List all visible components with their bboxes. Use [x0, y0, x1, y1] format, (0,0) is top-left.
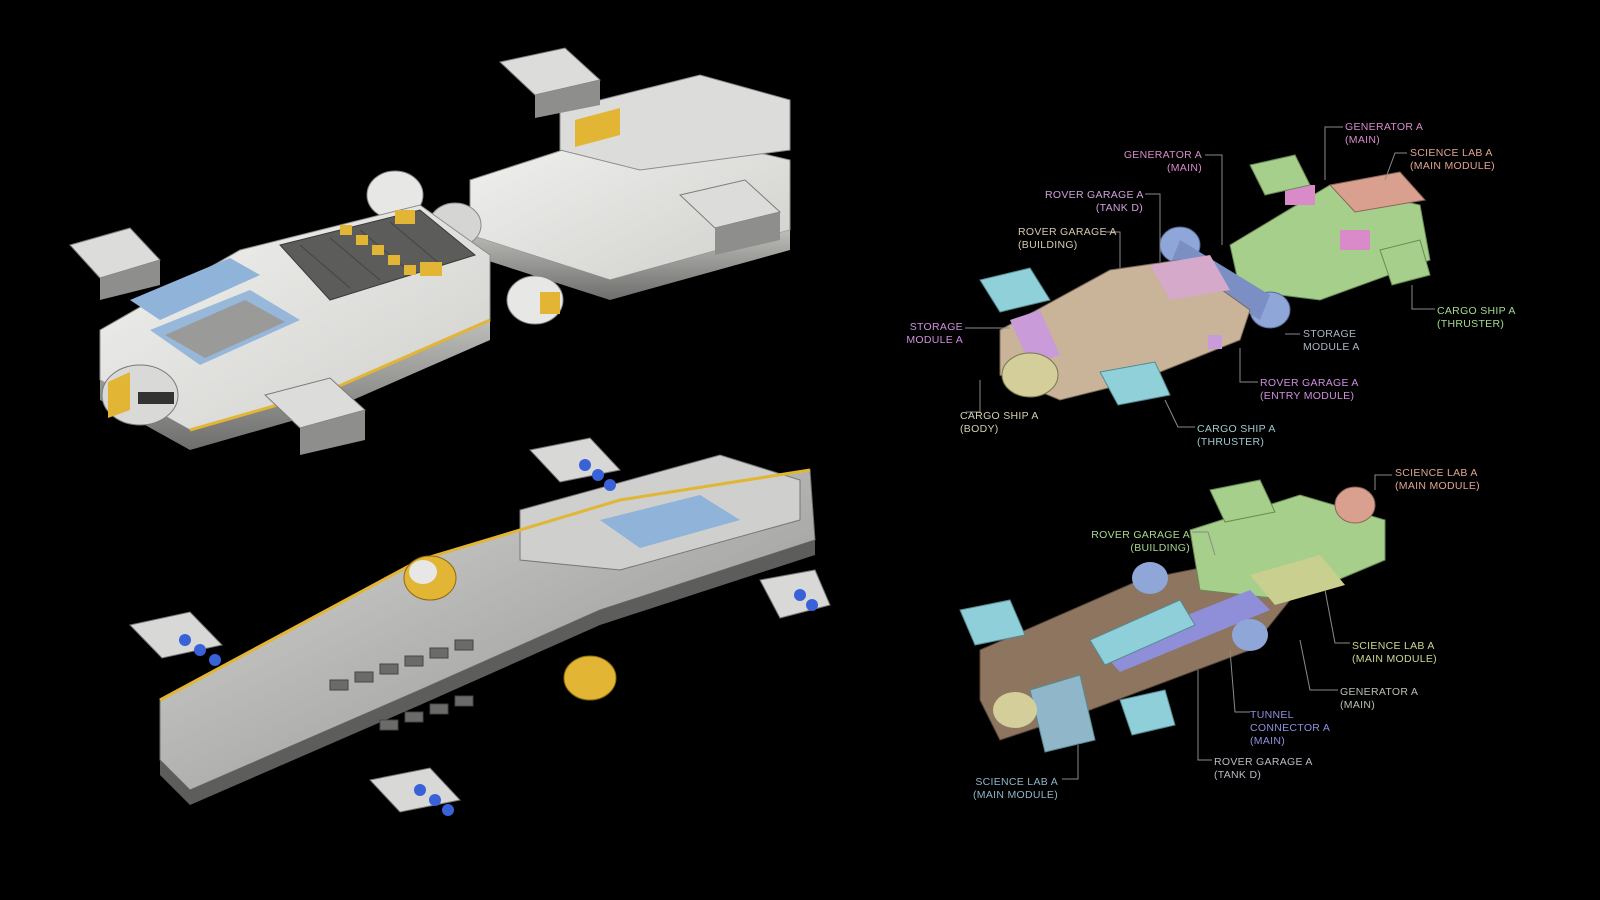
- label-line: MODULE A: [1303, 341, 1360, 353]
- label-line: (BUILDING): [1018, 239, 1078, 251]
- label-rover-garage-building-b: ROVER GARAGE A (BUILDING): [1090, 529, 1190, 555]
- label-line: (MAIN): [1166, 162, 1202, 174]
- label-line: ROVER GARAGE A: [1018, 226, 1117, 238]
- label-cargo-ship-thruster-right: CARGO SHIP A (THRUSTER): [1437, 305, 1516, 331]
- label-science-lab-main-module: SCIENCE LAB A (MAIN MODULE): [1410, 147, 1495, 173]
- label-line: (MAIN MODULE): [973, 789, 1058, 801]
- label-line: (TANK D): [1214, 769, 1262, 781]
- label-line: (MAIN): [1340, 699, 1376, 711]
- label-science-lab-top: SCIENCE LAB A (MAIN MODULE): [1395, 467, 1480, 493]
- label-line: SCIENCE LAB A: [1352, 640, 1435, 652]
- label-line: (THRUSTER): [1437, 318, 1505, 330]
- label-generator-main-b: GENERATOR A (MAIN): [1340, 686, 1418, 712]
- label-generator-main-2: GENERATOR A (MAIN): [1120, 149, 1202, 175]
- label-rover-garage-tank-d: ROVER GARAGE A (TANK D): [1045, 189, 1143, 215]
- leader-lines-bottom: [1062, 474, 1392, 780]
- label-line: STORAGE: [1303, 328, 1357, 340]
- label-rover-garage-entry-module: ROVER GARAGE A (ENTRY MODULE): [1260, 377, 1359, 403]
- label-line: (THRUSTER): [1197, 436, 1265, 448]
- label-line: MODULE A: [906, 334, 963, 346]
- label-science-lab-bottom-left: SCIENCE LAB A (MAIN MODULE): [960, 776, 1058, 802]
- label-line: (MAIN): [1345, 134, 1381, 146]
- label-line: TUNNEL: [1250, 709, 1294, 721]
- label-rover-garage-building: ROVER GARAGE A (BUILDING): [1018, 226, 1117, 252]
- label-line: (MAIN MODULE): [1410, 160, 1495, 172]
- module-diagram-bottom: [959, 479, 1386, 753]
- label-line: CARGO SHIP A: [960, 410, 1039, 422]
- label-line: (TANK D): [1095, 202, 1143, 214]
- label-line: CARGO SHIP A: [1197, 423, 1276, 435]
- label-line: ROVER GARAGE A: [1260, 377, 1359, 389]
- label-line: (BUILDING): [1130, 542, 1190, 554]
- label-science-lab-right: SCIENCE LAB A (MAIN MODULE): [1352, 640, 1437, 666]
- label-line: SCIENCE LAB A: [975, 776, 1058, 788]
- label-line: ROVER GARAGE A: [1045, 189, 1144, 201]
- label-line: GENERATOR A: [1340, 686, 1419, 698]
- label-line: ROVER GARAGE A: [1214, 756, 1313, 768]
- label-cargo-ship-thruster-bottom: CARGO SHIP A (THRUSTER): [1197, 423, 1276, 449]
- label-line: GENERATOR A: [1123, 149, 1202, 161]
- label-line: SCIENCE LAB A: [1395, 467, 1478, 479]
- label-line: (MAIN): [1250, 735, 1286, 747]
- label-rover-garage-tank-d-b: ROVER GARAGE A (TANK D): [1214, 756, 1313, 782]
- label-generator-main-1: GENERATOR A (MAIN): [1345, 121, 1423, 147]
- label-line: GENERATOR A: [1345, 121, 1424, 133]
- top-view-ship: [69, 47, 791, 455]
- bottom-view-ship: [129, 437, 831, 816]
- label-storage-module-right: STORAGE MODULE A: [1303, 328, 1360, 354]
- label-line: (ENTRY MODULE): [1260, 390, 1355, 402]
- label-line: (MAIN MODULE): [1352, 653, 1437, 665]
- label-line: CARGO SHIP A: [1437, 305, 1516, 317]
- label-line: SCIENCE LAB A: [1410, 147, 1493, 159]
- label-cargo-ship-body: CARGO SHIP A (BODY): [960, 410, 1039, 436]
- label-line: ROVER GARAGE A: [1091, 529, 1190, 541]
- label-line: (MAIN MODULE): [1395, 480, 1480, 492]
- label-storage-module-left: STORAGE MODULE A: [895, 321, 963, 347]
- label-line: (BODY): [960, 423, 999, 435]
- leader-lines-top: [965, 126, 1435, 428]
- label-tunnel-connector: TUNNEL CONNECTOR A (MAIN): [1250, 709, 1330, 748]
- label-line: CONNECTOR A: [1250, 722, 1331, 734]
- label-line: STORAGE: [909, 321, 963, 333]
- module-diagram-top: [979, 154, 1431, 406]
